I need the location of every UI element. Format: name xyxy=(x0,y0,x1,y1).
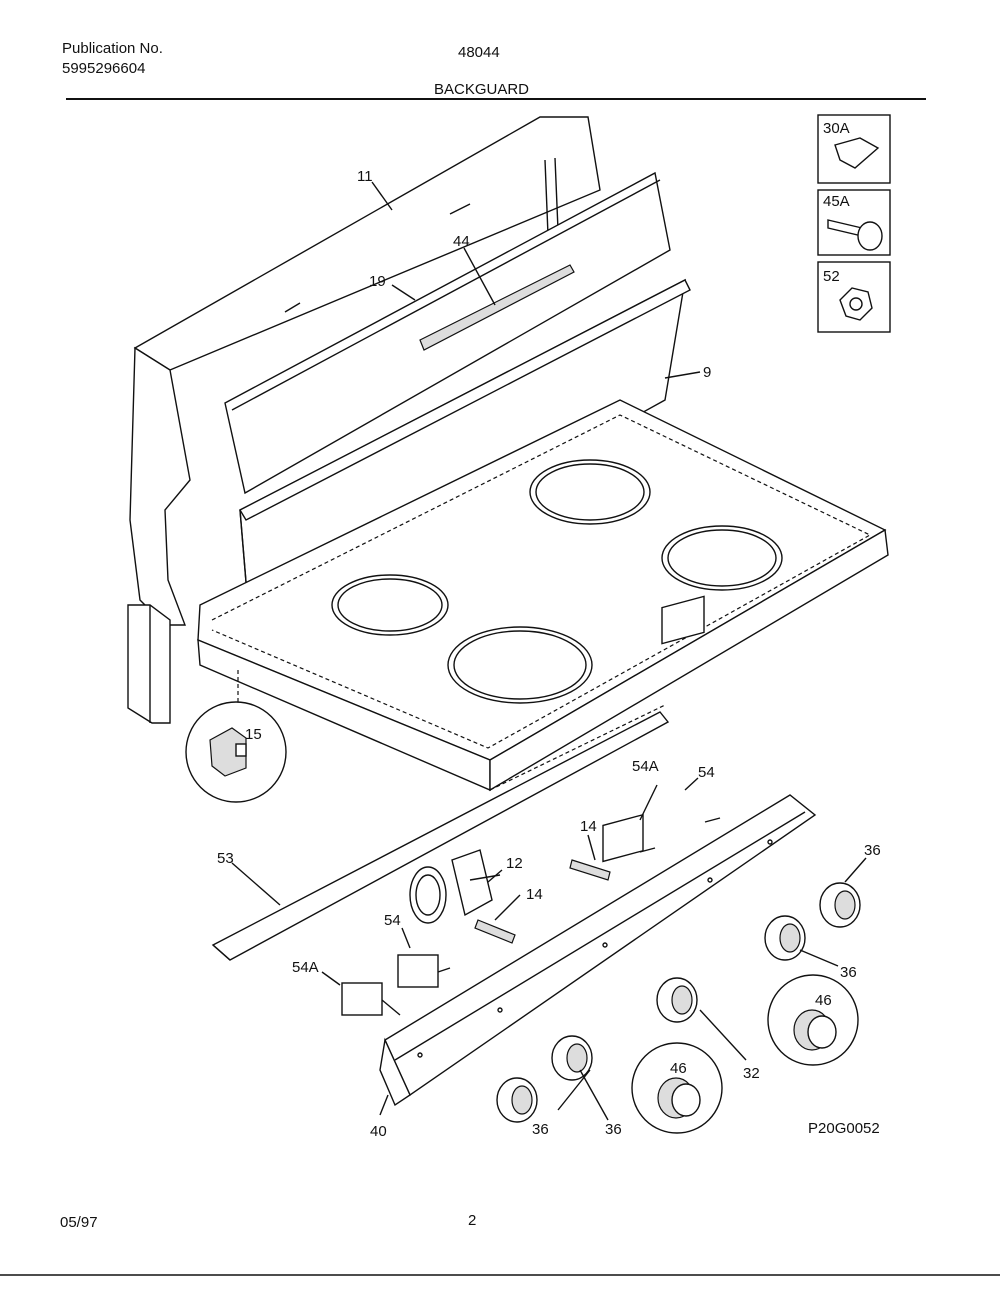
trim-strip xyxy=(419,264,575,351)
leader-lines xyxy=(231,181,867,1121)
page-number: 2 xyxy=(468,1212,477,1229)
callout-label: 19 xyxy=(369,273,386,290)
hardware-box-45A xyxy=(817,189,891,256)
callout-label: 54A xyxy=(632,758,659,775)
knob xyxy=(656,977,698,1023)
cooktop xyxy=(197,399,889,792)
model-number: 48044 xyxy=(458,44,500,61)
knob-detail-circle xyxy=(767,974,859,1066)
callout-label: 46 xyxy=(670,1060,687,1077)
callout-label: 36 xyxy=(532,1121,549,1138)
burner-opening xyxy=(529,459,651,525)
callout-label: 54 xyxy=(698,764,715,781)
callout-label: 9 xyxy=(703,364,711,381)
infinite-switch xyxy=(341,982,401,1016)
burner-opening xyxy=(661,525,783,591)
backguard-housing xyxy=(129,116,601,626)
infinite-switch xyxy=(661,595,721,823)
callout-label: 53 xyxy=(217,850,234,867)
hardware-box-52 xyxy=(817,261,891,333)
hardware-label: 45A xyxy=(823,193,850,210)
footer-date: 05/97 xyxy=(60,1214,98,1231)
publication-label: Publication No. xyxy=(62,40,163,57)
clock-assembly xyxy=(409,849,501,924)
burner-opening xyxy=(447,626,593,704)
figure-id: P20G0052 xyxy=(808,1120,880,1137)
burner-opening xyxy=(331,574,449,636)
callout-label: 14 xyxy=(526,886,543,903)
callout-label: 54A xyxy=(292,959,319,976)
control-bracket xyxy=(379,794,817,1107)
knob-detail-circle xyxy=(631,1042,723,1134)
callout-label: 36 xyxy=(864,842,881,859)
publication-number: 5995296604 xyxy=(62,60,146,77)
hardware-box-30A xyxy=(817,114,891,184)
knob xyxy=(496,1077,538,1123)
lower-trim-strip xyxy=(211,711,670,961)
bracket-detail-circle xyxy=(185,701,287,803)
callout-label: 44 xyxy=(453,233,470,250)
callout-label: 40 xyxy=(370,1123,387,1140)
section-title: BACKGUARD xyxy=(434,81,530,98)
knob xyxy=(819,882,861,928)
infinite-switch xyxy=(397,954,451,988)
callout-label: 32 xyxy=(743,1065,760,1082)
callout-label: 12 xyxy=(506,855,523,872)
callout-label: 46 xyxy=(815,992,832,1009)
callout-label: 11 xyxy=(357,168,373,185)
hardware-label: 30A xyxy=(823,120,850,137)
callout-label: 14 xyxy=(580,818,597,835)
callout-labels: 11 44 19 9 15 53 54A 54 14 12 14 54 54A … xyxy=(217,168,881,1140)
side-trim xyxy=(127,604,171,724)
knob xyxy=(764,915,806,961)
hardware-label: 52 xyxy=(823,268,840,285)
callout-label: 36 xyxy=(605,1121,622,1138)
indicator-light xyxy=(474,859,611,944)
callout-label: 15 xyxy=(245,726,262,743)
callout-label: 54 xyxy=(384,912,401,929)
knob xyxy=(551,1035,593,1081)
infinite-switch xyxy=(602,813,656,863)
callout-label: 36 xyxy=(840,964,857,981)
